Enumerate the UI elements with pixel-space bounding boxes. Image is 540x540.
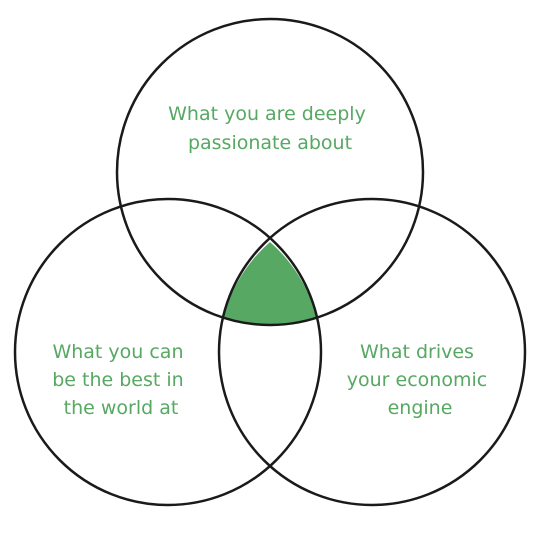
circle-economic-engine-label: What drives your economic engine (347, 341, 493, 419)
circle-economic-engine-label-line: What drives (360, 341, 474, 363)
circle-passion-label-line: What you are deeply (168, 103, 366, 125)
circle-best-in-world-label: What you can be the best in the world at (52, 341, 190, 419)
circle-best-in-world-label-line: What you can (52, 341, 183, 363)
circle-economic-engine-label-line: your economic (347, 369, 487, 391)
circle-passion-label: What you are deeply passionate about (168, 103, 372, 154)
circle-best-in-world-label-line: the world at (64, 397, 179, 419)
circle-passion-label-line: passionate about (188, 132, 352, 154)
circle-passion (115, 17, 425, 327)
circle-economic-engine (217, 197, 527, 507)
circle-economic-engine-label-line: engine (388, 397, 453, 419)
circle-best-in-world-label-line: be the best in (52, 369, 183, 391)
intersection-region (223, 242, 317, 326)
circle-best-in-world (13, 197, 323, 507)
